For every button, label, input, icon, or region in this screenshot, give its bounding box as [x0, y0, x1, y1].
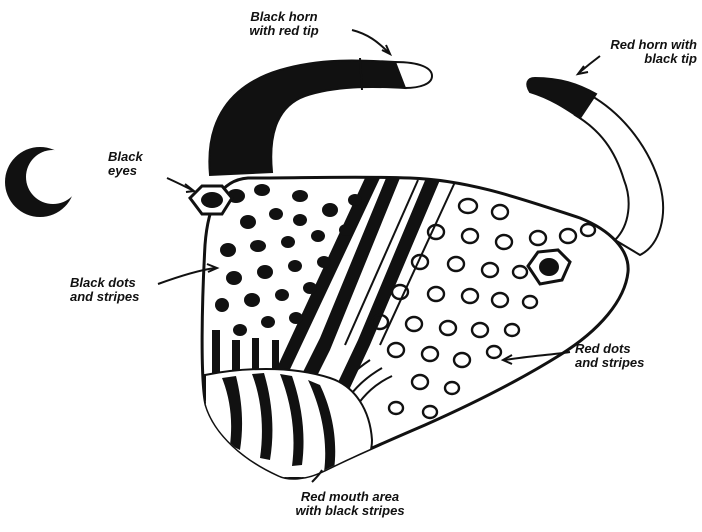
- left-horn: [209, 58, 432, 175]
- label-black-horn: Black horn with red tip: [214, 10, 354, 38]
- label-red-mouth-line2: with black stripes: [270, 504, 430, 518]
- mask-face: [190, 177, 628, 478]
- label-red-mouth-line1: Red mouth area: [270, 490, 430, 504]
- label-black-eyes-line2: eyes: [108, 164, 178, 178]
- label-black-eyes: Black eyes: [108, 150, 178, 178]
- label-black-horn-line1: Black horn: [214, 10, 354, 24]
- label-red-dots-line1: Red dots: [575, 342, 695, 356]
- label-red-dots: Red dots and stripes: [575, 342, 695, 370]
- label-red-mouth: Red mouth area with black stripes: [270, 490, 430, 518]
- label-red-horn-line2: black tip: [552, 52, 697, 66]
- label-red-horn: Red horn with black tip: [552, 38, 697, 66]
- left-eye: [190, 186, 232, 214]
- label-black-dots-line1: Black dots: [70, 276, 180, 290]
- label-black-dots: Black dots and stripes: [70, 276, 180, 304]
- label-black-dots-line2: and stripes: [70, 290, 180, 304]
- label-red-dots-line2: and stripes: [575, 356, 695, 370]
- label-black-eyes-line1: Black: [108, 150, 178, 164]
- crescent-moon: [5, 147, 80, 217]
- label-black-horn-line2: with red tip: [214, 24, 354, 38]
- label-red-horn-line1: Red horn with: [552, 38, 697, 52]
